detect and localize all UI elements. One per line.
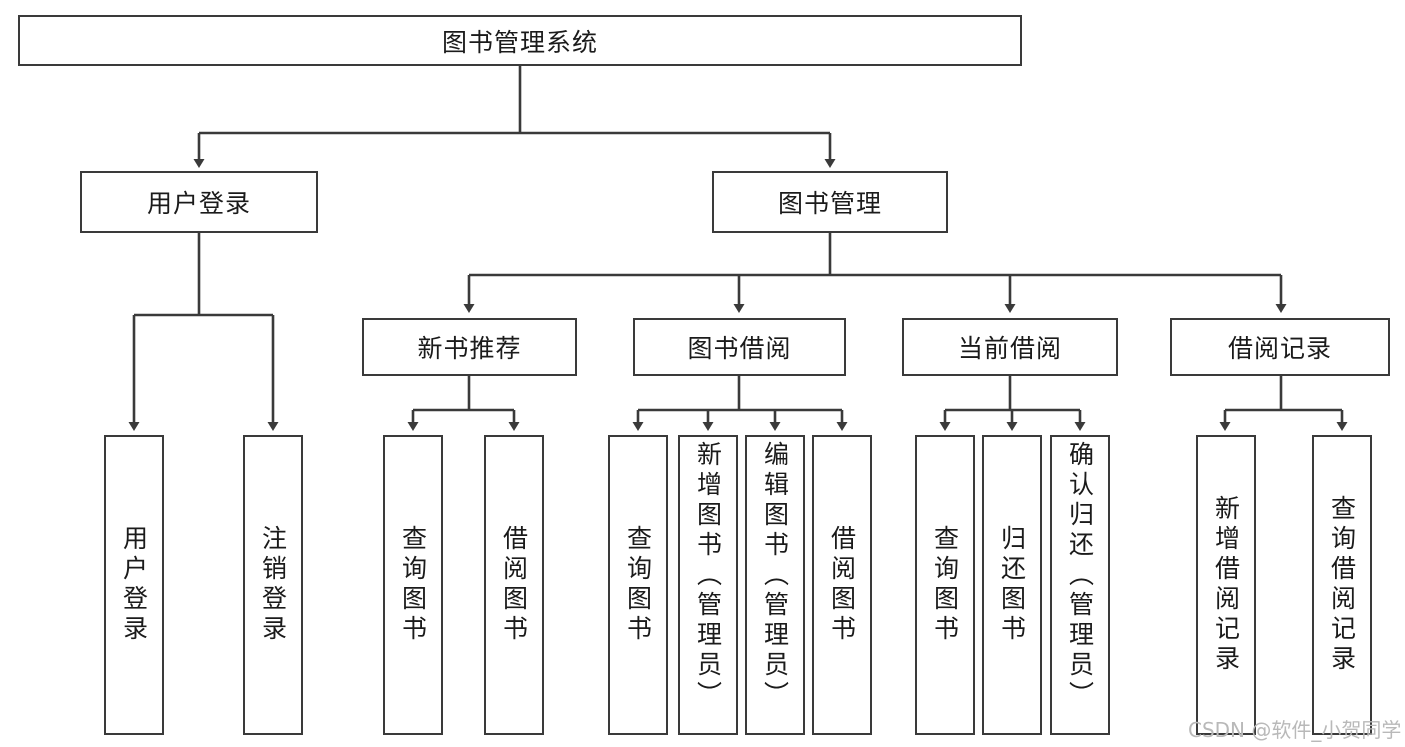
node-label: 图书管理 (777, 189, 882, 218)
leaf-current-query-book[interactable]: 查询图书 (915, 435, 975, 735)
node-new-book-recommend[interactable]: 新书推荐 (362, 318, 577, 376)
node-label: 查询图书 (398, 525, 428, 645)
node-borrow-records[interactable]: 借阅记录 (1170, 318, 1390, 376)
leaf-borrow-add-book-admin[interactable]: 新增图书（管理员） (678, 435, 738, 735)
node-label: 用户登录 (119, 525, 149, 645)
node-current-borrow[interactable]: 当前借阅 (902, 318, 1118, 376)
node-label: 图书管理系统 (441, 27, 598, 57)
node-user-login[interactable]: 用户登录 (80, 171, 318, 233)
node-root-system[interactable]: 图书管理系统 (18, 15, 1022, 66)
node-label: 查询图书 (930, 525, 960, 645)
node-label: 归还图书 (997, 525, 1027, 645)
leaf-user-login-logout[interactable]: 注销登录 (243, 435, 303, 735)
node-book-management[interactable]: 图书管理 (712, 171, 948, 233)
node-label: 图书借阅 (687, 334, 792, 363)
watermark-text: CSDN @软件_小贺同学 (1188, 718, 1402, 742)
node-label: 查询借阅记录 (1327, 495, 1357, 675)
node-label: 用户登录 (146, 189, 251, 218)
leaf-recommend-query-book[interactable]: 查询图书 (383, 435, 443, 735)
node-label: 借阅图书 (827, 525, 857, 645)
node-label: 借阅记录 (1227, 334, 1332, 363)
node-label: 注销登录 (258, 525, 288, 645)
leaf-records-query-record[interactable]: 查询借阅记录 (1312, 435, 1372, 735)
leaf-recommend-borrow-book[interactable]: 借阅图书 (484, 435, 544, 735)
leaf-borrow-query-book[interactable]: 查询图书 (608, 435, 668, 735)
leaf-current-return-book[interactable]: 归还图书 (982, 435, 1042, 735)
leaf-current-confirm-return-admin[interactable]: 确认归还（管理员） (1050, 435, 1110, 735)
node-label: 借阅图书 (499, 525, 529, 645)
node-label: 查询图书 (623, 525, 653, 645)
node-label: 新增借阅记录 (1211, 495, 1241, 675)
leaf-user-login-login[interactable]: 用户登录 (104, 435, 164, 735)
leaf-borrow-borrow-book[interactable]: 借阅图书 (812, 435, 872, 735)
node-label: 新书推荐 (417, 334, 522, 363)
node-label: 编辑图书（管理员） (760, 441, 790, 711)
node-label: 当前借阅 (957, 334, 1062, 363)
node-book-borrow[interactable]: 图书借阅 (633, 318, 846, 376)
node-label: 确认归还（管理员） (1065, 441, 1095, 711)
leaf-records-add-record[interactable]: 新增借阅记录 (1196, 435, 1256, 735)
leaf-borrow-edit-book-admin[interactable]: 编辑图书（管理员） (745, 435, 805, 735)
node-label: 新增图书（管理员） (693, 441, 723, 711)
